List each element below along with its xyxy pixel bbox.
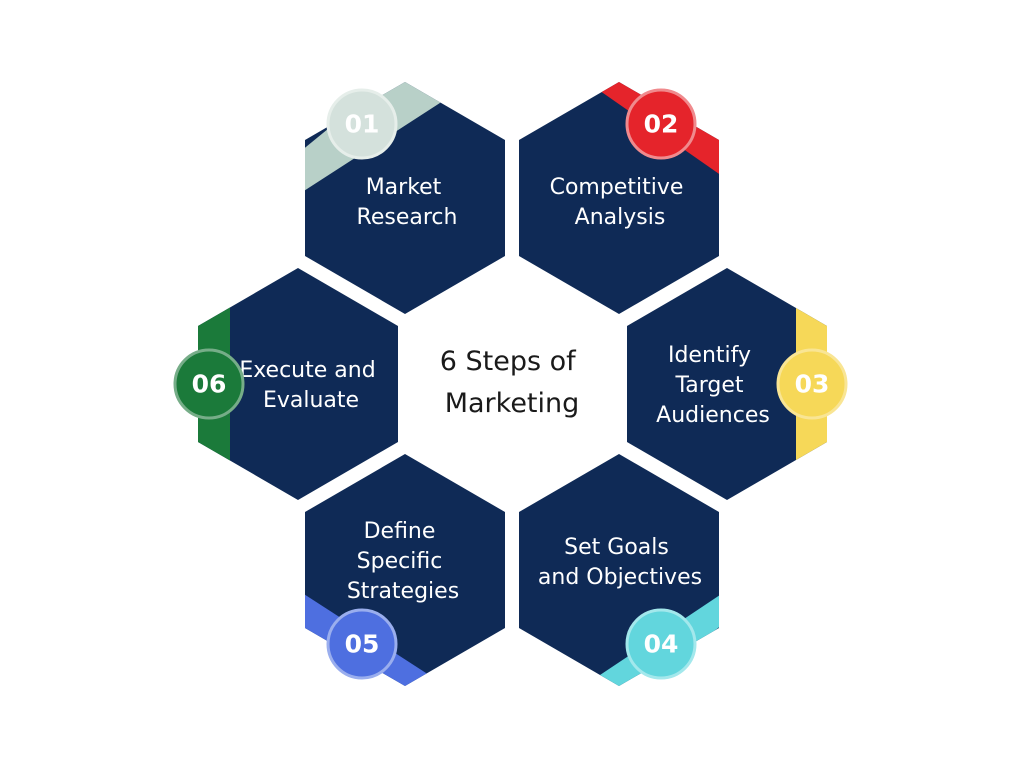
step-01-hexagon: Market Research 01 xyxy=(305,82,505,314)
step-03-label: Identify Target Audiences xyxy=(656,343,770,428)
step-06-number-circle xyxy=(173,348,245,420)
step-06-number: 06 xyxy=(192,370,227,399)
step-03-hexagon: Identify Target Audiences 03 xyxy=(627,268,848,500)
step-04-label: Set Goals and Objectives xyxy=(538,535,702,590)
step-01-label: Market Research xyxy=(357,175,458,230)
step-06-label: Execute and Evaluate xyxy=(239,358,382,413)
step-03-number-circle xyxy=(776,348,848,420)
step-04-number: 04 xyxy=(644,630,679,659)
step-05-number-circle xyxy=(326,608,398,680)
diagram-title: 6 Steps of Marketing xyxy=(440,346,585,419)
step-04-number-circle xyxy=(625,608,697,680)
step-01-number: 01 xyxy=(345,110,380,139)
step-01-number-circle xyxy=(326,88,398,160)
step-02-number-circle xyxy=(625,88,697,160)
step-03-number: 03 xyxy=(795,370,830,399)
step-05-hexagon: Define Specific Strategies 05 xyxy=(305,454,505,686)
step-02-label: Competitive Analysis xyxy=(550,175,691,230)
step-02-number: 02 xyxy=(644,110,679,139)
hexagon-shape xyxy=(198,268,398,500)
step-04-hexagon: Set Goals and Objectives 04 xyxy=(519,454,719,686)
hexagon-shape xyxy=(627,268,827,500)
step-05-number: 05 xyxy=(345,630,380,659)
step-05-label: Define Specific Strategies xyxy=(347,519,459,604)
step-06-hexagon: Execute and Evaluate 06 xyxy=(173,268,398,500)
step-02-hexagon: Competitive Analysis 02 xyxy=(519,82,719,314)
